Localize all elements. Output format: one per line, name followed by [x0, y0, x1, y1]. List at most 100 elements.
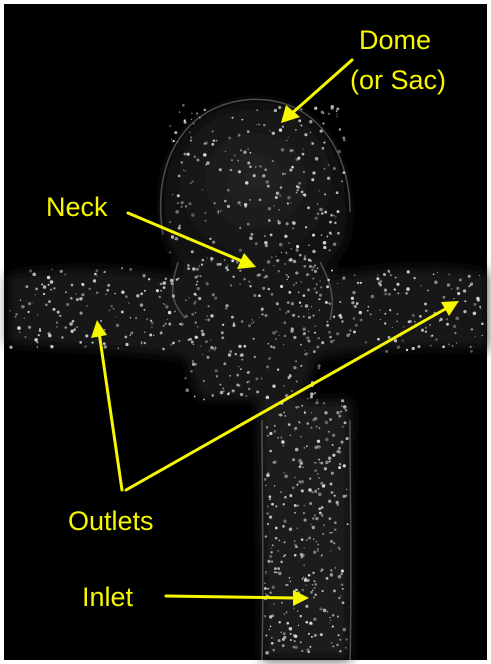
particle [221, 393, 222, 394]
particle [308, 537, 311, 540]
particle [231, 316, 234, 319]
particle [312, 234, 315, 237]
particle [338, 597, 340, 599]
particle [205, 340, 208, 343]
particle [72, 320, 75, 323]
particle [388, 271, 390, 273]
particle [319, 298, 321, 300]
particle [242, 119, 244, 121]
particle [208, 305, 210, 307]
particle [223, 362, 226, 365]
particle [91, 341, 93, 343]
particle [258, 124, 260, 126]
particle [212, 293, 215, 296]
particle [298, 406, 300, 408]
particle [280, 491, 282, 493]
particle [85, 334, 88, 337]
particle [293, 607, 295, 609]
particle [168, 311, 171, 314]
particle [308, 633, 310, 635]
particle [203, 380, 205, 382]
particle [79, 297, 82, 300]
particle [128, 302, 130, 304]
particle [136, 294, 139, 297]
particle [267, 260, 271, 264]
particle [296, 245, 299, 248]
particle [130, 334, 131, 335]
particle [333, 589, 336, 592]
particle [185, 170, 186, 171]
particle [308, 245, 309, 246]
particle [360, 282, 362, 284]
particle [209, 350, 210, 351]
particle [295, 282, 296, 283]
particle [302, 153, 305, 156]
particle [289, 528, 292, 531]
particle [195, 321, 197, 323]
particle [328, 431, 330, 433]
particle [203, 153, 207, 157]
particle [316, 541, 317, 542]
particle [406, 349, 408, 351]
particle [174, 311, 176, 313]
particle [282, 126, 284, 128]
particle [64, 274, 66, 276]
particle [275, 527, 278, 530]
particle [318, 493, 322, 497]
particle [299, 254, 302, 257]
particle [274, 571, 276, 573]
particle [294, 640, 296, 642]
particle [338, 450, 341, 453]
particle [318, 507, 321, 510]
particle [251, 323, 252, 324]
particle [288, 136, 289, 137]
particle [129, 268, 132, 271]
particle [269, 450, 272, 453]
particle [326, 324, 329, 327]
particle [330, 550, 331, 551]
particle [286, 222, 289, 225]
particle [314, 326, 315, 327]
particle [240, 355, 242, 357]
particle [324, 194, 326, 196]
particle [326, 577, 329, 580]
particle [238, 384, 240, 386]
particle [253, 174, 256, 177]
particle [339, 639, 341, 641]
particle [303, 148, 304, 149]
particle [207, 356, 210, 359]
particle [289, 169, 292, 172]
particle [294, 554, 297, 557]
particle [163, 286, 166, 289]
particle [140, 292, 143, 295]
particle [342, 601, 345, 604]
particle [202, 354, 203, 355]
particle [345, 647, 347, 649]
particle [318, 477, 320, 479]
particle [286, 611, 288, 613]
particle [205, 109, 207, 111]
particle [171, 235, 174, 238]
particle [320, 462, 323, 465]
particle [324, 168, 326, 170]
particle [296, 528, 297, 529]
particle [290, 435, 292, 437]
particle [278, 414, 280, 416]
particle [308, 316, 311, 319]
particle [161, 330, 162, 331]
particle [283, 613, 285, 615]
particle [304, 332, 306, 334]
particle [321, 506, 324, 509]
particle [303, 316, 305, 318]
particle [320, 633, 323, 636]
particle [53, 287, 55, 289]
particle [304, 519, 307, 522]
particle [140, 303, 143, 306]
particle [216, 140, 218, 142]
particle [45, 304, 48, 307]
particle [333, 242, 337, 246]
particle [284, 263, 286, 265]
particle [453, 325, 456, 328]
particle [283, 472, 284, 473]
particle [194, 396, 196, 398]
